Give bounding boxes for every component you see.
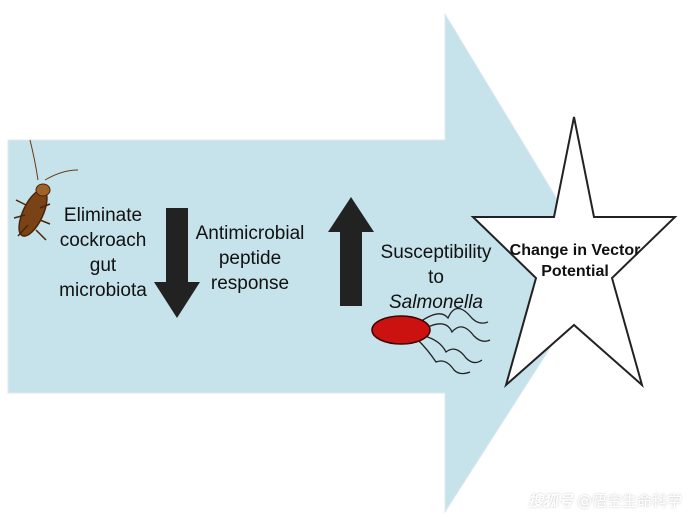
watermark-logo: 搜狐号 <box>527 492 573 510</box>
antimicrobial-label: Antimicrobial peptide response <box>195 223 305 294</box>
watermark: 搜狐号@悟空生命科学 <box>528 490 682 511</box>
arrow-up-icon <box>328 197 374 306</box>
big-flow-arrow <box>7 12 601 514</box>
star-shape <box>470 116 678 388</box>
watermark-text: @悟空生命科学 <box>576 492 682 510</box>
susceptibility-label: Susceptibility to Salmonella <box>380 242 492 313</box>
arrow-down-icon <box>154 208 200 318</box>
outcome-label: Change in Vector Potential <box>509 242 641 280</box>
eliminate-label: Eliminate cockroach gut microbiota <box>59 205 147 301</box>
bacterium-icon <box>371 307 491 375</box>
cockroach-icon <box>13 139 79 241</box>
